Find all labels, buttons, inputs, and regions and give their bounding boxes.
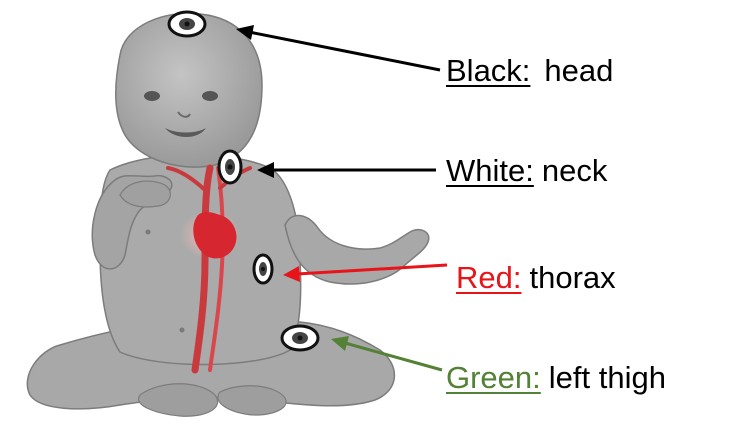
chest-mark	[146, 230, 151, 235]
label-left-thigh-color: Green:	[446, 360, 541, 395]
baby-illustration	[27, 12, 428, 416]
label-neck-site: neck	[542, 153, 607, 188]
arrow-head	[244, 31, 440, 70]
sensor-left-thigh	[282, 326, 318, 350]
navel-mark	[180, 328, 185, 333]
label-thorax-color: Red:	[456, 260, 521, 295]
label-head-site: head	[544, 53, 613, 88]
sensor-thorax	[254, 255, 272, 283]
baby-right-eye	[202, 91, 218, 101]
baby-left-foot	[139, 384, 218, 417]
sensor-head	[169, 12, 205, 36]
label-neck: White:neck	[446, 155, 607, 186]
label-thorax: Red:thorax	[456, 262, 616, 293]
sensor-neck	[219, 151, 241, 183]
label-neck-color: White:	[446, 153, 534, 188]
baby-right-foot	[218, 386, 286, 415]
label-head: Black: head	[446, 55, 613, 86]
label-left-thigh-site: left thigh	[549, 360, 666, 395]
label-head-color: Black:	[446, 53, 530, 88]
label-left-thigh: Green:left thigh	[446, 362, 666, 393]
label-thorax-site: thorax	[529, 260, 615, 295]
baby-left-eye	[144, 91, 160, 101]
